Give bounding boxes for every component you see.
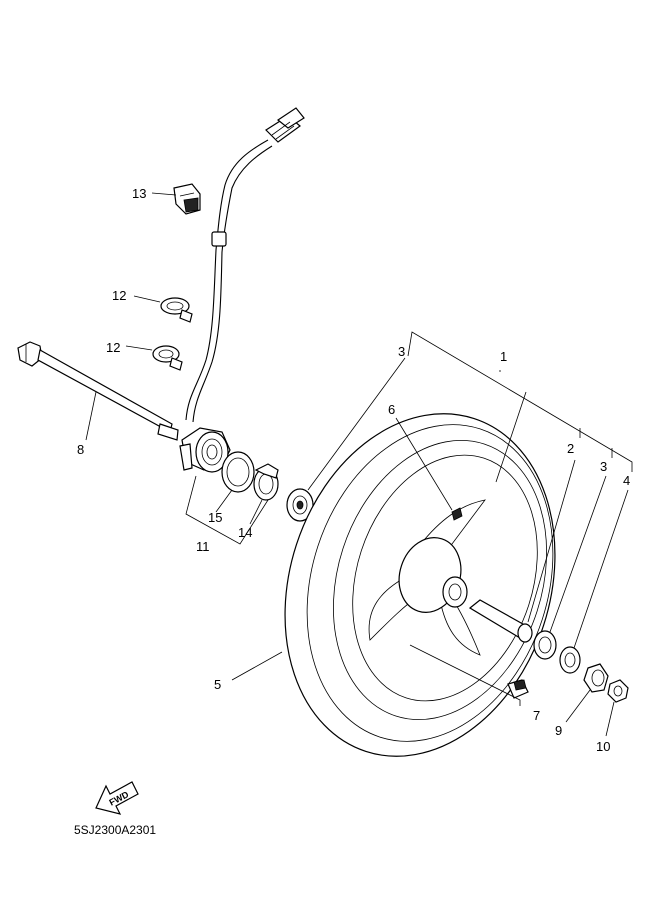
axle-nut-10	[607, 679, 629, 703]
cable-clamp-12-lower	[152, 345, 183, 371]
diagram-code: 5SJ2300A2301	[74, 823, 156, 837]
bearing-3-right	[533, 630, 557, 660]
callout-12-upper: 12	[112, 288, 126, 303]
callout-8: 8	[77, 442, 84, 457]
oil-seal-15	[221, 451, 255, 493]
cable-clamp-12-upper	[160, 297, 193, 323]
front-wheel-5	[284, 413, 556, 757]
callout-7: 7	[533, 708, 540, 723]
cable-grommet	[211, 231, 227, 247]
gear-retainer-14	[253, 463, 279, 501]
fwd-direction-arrow-icon: FWD	[95, 781, 139, 815]
callout-5: 5	[214, 677, 221, 692]
tire-valve-6	[451, 507, 463, 521]
collar-2	[468, 599, 533, 643]
oil-seal-4	[559, 646, 581, 674]
balance-weight-7	[507, 679, 529, 699]
callout-3-right: 3	[600, 459, 607, 474]
leader-lines	[85, 192, 633, 737]
callout-3-top: 3	[398, 344, 405, 359]
callout-15: 15	[208, 510, 222, 525]
callout-4: 4	[623, 473, 630, 488]
callout-1: 1	[500, 349, 507, 364]
sensor-cable	[185, 139, 273, 423]
callout-14: 14	[238, 525, 252, 540]
callout-2: 2	[567, 441, 574, 456]
cable-clip-13	[173, 183, 201, 215]
speedometer-gear-unit	[179, 427, 231, 473]
callout-11: 11	[196, 539, 210, 554]
callout-9: 9	[555, 723, 562, 738]
callout-12-lower: 12	[106, 340, 120, 355]
callout-13: 13	[132, 186, 146, 201]
cable-connector	[265, 107, 305, 143]
callout-6: 6	[388, 402, 395, 417]
collar-9	[583, 663, 609, 693]
front-axle	[17, 341, 179, 441]
callout-10: 10	[596, 739, 610, 754]
